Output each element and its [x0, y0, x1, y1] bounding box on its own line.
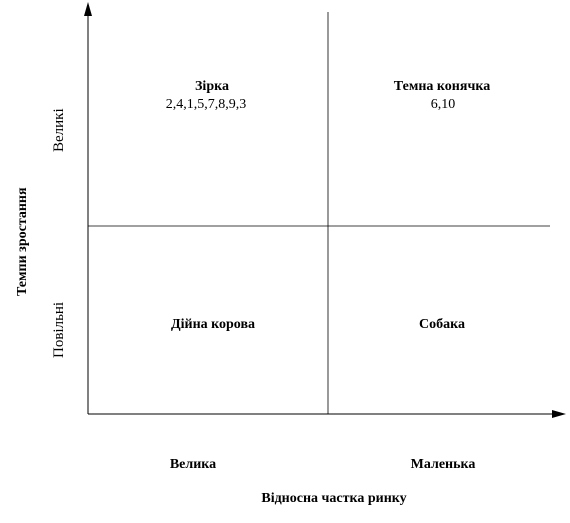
y-axis-high-label: Великі [51, 108, 67, 152]
quadrant-cash-cow-title: Дійна корова [170, 317, 256, 332]
x-axis-left-label: Велика [169, 457, 217, 472]
x-axis-title: Відносна частка ринку [261, 491, 407, 506]
y-axis-low-label: Повільні [51, 301, 67, 358]
quadrant-dark-horse-title: Темна конячка [393, 79, 491, 94]
y-axis-arrow [84, 2, 92, 16]
x-axis-arrow [552, 410, 566, 418]
quadrant-dog-title: Собака [419, 317, 465, 332]
y-axis-title: Темпи зростання [15, 187, 30, 296]
x-axis-right-label: Маленька [410, 457, 476, 472]
quadrant-dark-horse-items: 6,10 [430, 97, 456, 112]
quadrant-star-items: 2,4,1,5,7,8,9,3 [165, 97, 247, 112]
quadrant-star-title: Зірка [195, 79, 229, 94]
